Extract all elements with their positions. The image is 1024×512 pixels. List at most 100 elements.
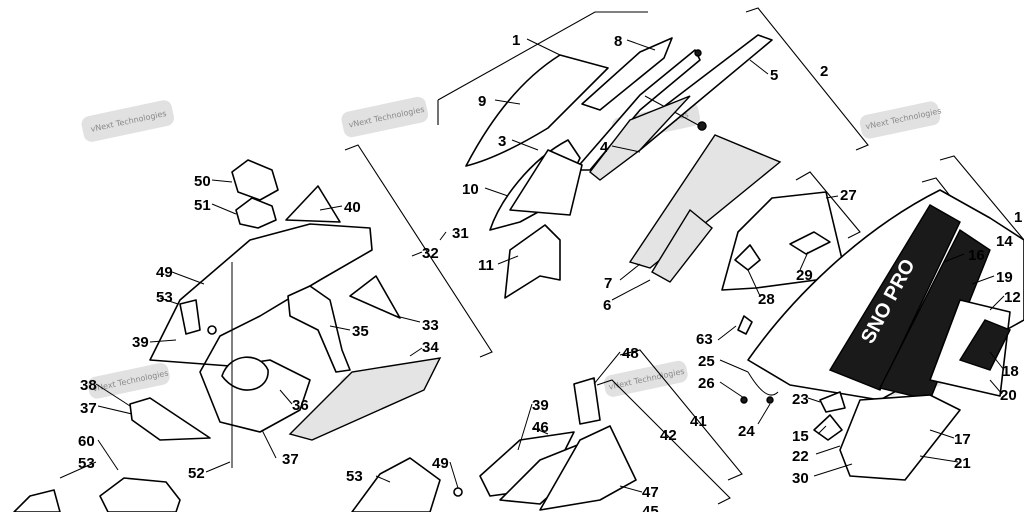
- grommet-63: [737, 315, 753, 335]
- callout-30: 30: [792, 470, 809, 487]
- callout-39-center: 39: [532, 397, 549, 414]
- callout-17: 17: [954, 431, 971, 448]
- cable-end-26: [740, 396, 748, 404]
- rail-fastener: [694, 49, 702, 57]
- bracket-35: [287, 285, 351, 373]
- watermark-5: vNext Technologies: [87, 363, 170, 399]
- nose-clip-23: [819, 391, 846, 413]
- callout-40: 40: [344, 199, 361, 216]
- callout-51: 51: [194, 197, 211, 214]
- lower-trim-left: [13, 489, 61, 512]
- callout-12: 12: [1004, 289, 1021, 306]
- callout-24: 24: [738, 423, 755, 440]
- callout-29: 29: [796, 267, 813, 284]
- callout-35: 35: [352, 323, 369, 340]
- callout-48: 48: [622, 345, 639, 362]
- dash-cover-40: [285, 185, 341, 223]
- callout-50: 50: [194, 173, 211, 190]
- callout-13: 1: [1014, 209, 1022, 226]
- callout-11: 11: [478, 257, 494, 274]
- callout-3: 3: [498, 133, 506, 150]
- callout-63: 63: [696, 331, 713, 348]
- callout-7: 7: [604, 275, 612, 292]
- nose-piece-15: [813, 414, 843, 441]
- hood-insulation-7: [628, 134, 782, 269]
- callout-52: 52: [188, 465, 205, 482]
- lower-trim-60: [99, 477, 181, 512]
- callout-41: 41: [690, 413, 707, 430]
- watermark-2: vNext Technologies: [341, 96, 429, 138]
- callout-2: 2: [820, 63, 828, 80]
- console-insert-29: [789, 231, 831, 255]
- console-panel-47: [539, 425, 637, 511]
- console-bracket-48: [573, 377, 601, 425]
- dash-cover-33: [349, 275, 401, 319]
- callout-42: 42: [660, 427, 677, 444]
- callout-49-center: 49: [432, 455, 449, 472]
- watermark-4: vNext Technologies: [859, 101, 942, 139]
- console-insert-28: [734, 244, 761, 271]
- seat-pad-6: [651, 208, 713, 283]
- washer-49-lower: [453, 487, 463, 497]
- bracket-group-41: [619, 349, 743, 481]
- callout-53-left: 53: [156, 289, 173, 306]
- callout-37-right: 37: [282, 451, 299, 468]
- callout-21: 21: [954, 455, 971, 472]
- rail-clip: [697, 121, 707, 131]
- bracket-group-1: [437, 11, 648, 125]
- side-panel-3: [509, 149, 583, 216]
- cable-end-25: [766, 396, 774, 404]
- callout-33: 33: [422, 317, 439, 334]
- callout-14: 14: [996, 233, 1013, 250]
- callout-8: 8: [614, 33, 622, 50]
- callout-38: 38: [80, 377, 97, 394]
- callout-28: 28: [758, 291, 775, 308]
- leader-lines: [59, 38, 1005, 493]
- side-cover-34: [288, 357, 442, 441]
- dash-lower-37: [129, 397, 211, 441]
- callout-23: 23: [792, 391, 809, 408]
- callout-10: 10: [462, 181, 479, 198]
- cable-24: [747, 371, 779, 396]
- callout-46: 46: [532, 419, 549, 436]
- callout-27: 27: [840, 187, 857, 204]
- side-decal-20: [958, 319, 1011, 371]
- callout-47: 47: [642, 484, 659, 501]
- callout-53-center: 53: [346, 468, 363, 485]
- windshield-trim-8: [581, 37, 673, 111]
- bracket-group-2: [745, 7, 869, 151]
- washer-49: [207, 325, 217, 335]
- bracket-group-42: [596, 379, 731, 505]
- callout-32: 32: [422, 245, 439, 262]
- callout-numbers: 1 8 9 3 4 5 2 10 11 7 6 27 28 29 1 14 16…: [78, 32, 1022, 512]
- hood-decal-19: [828, 204, 961, 391]
- callout-45: 45: [642, 503, 659, 512]
- dash-cavity: [221, 356, 269, 391]
- lower-shroud-53: [351, 457, 441, 512]
- callout-1: 1: [512, 32, 520, 49]
- callout-18: 18: [1002, 363, 1019, 380]
- callout-19: 19: [996, 269, 1013, 286]
- callout-34: 34: [422, 339, 439, 356]
- callout-16: 16: [968, 247, 985, 264]
- bracket-group-27: [795, 171, 861, 239]
- dash-bezel-50: [231, 159, 279, 201]
- callout-60: 60: [78, 433, 95, 450]
- dash-clip-53: [179, 299, 201, 335]
- dash-body-36: [149, 223, 373, 433]
- callout-53-bottom: 53: [78, 455, 95, 472]
- callout-39-left: 39: [132, 334, 149, 351]
- callout-5: 5: [770, 67, 778, 84]
- dash-gasket-51: [235, 197, 277, 229]
- callout-25: 25: [698, 353, 715, 370]
- callout-31: 31: [452, 225, 469, 242]
- panel-filler: [589, 95, 691, 181]
- callout-9: 9: [478, 93, 486, 110]
- watermark-1: vNext Technologies: [81, 100, 175, 142]
- watermark-7: vNext Technologies: [603, 360, 688, 397]
- callout-26: 26: [698, 375, 715, 392]
- callout-49-left: 49: [156, 264, 173, 281]
- callout-4: 4: [600, 139, 609, 156]
